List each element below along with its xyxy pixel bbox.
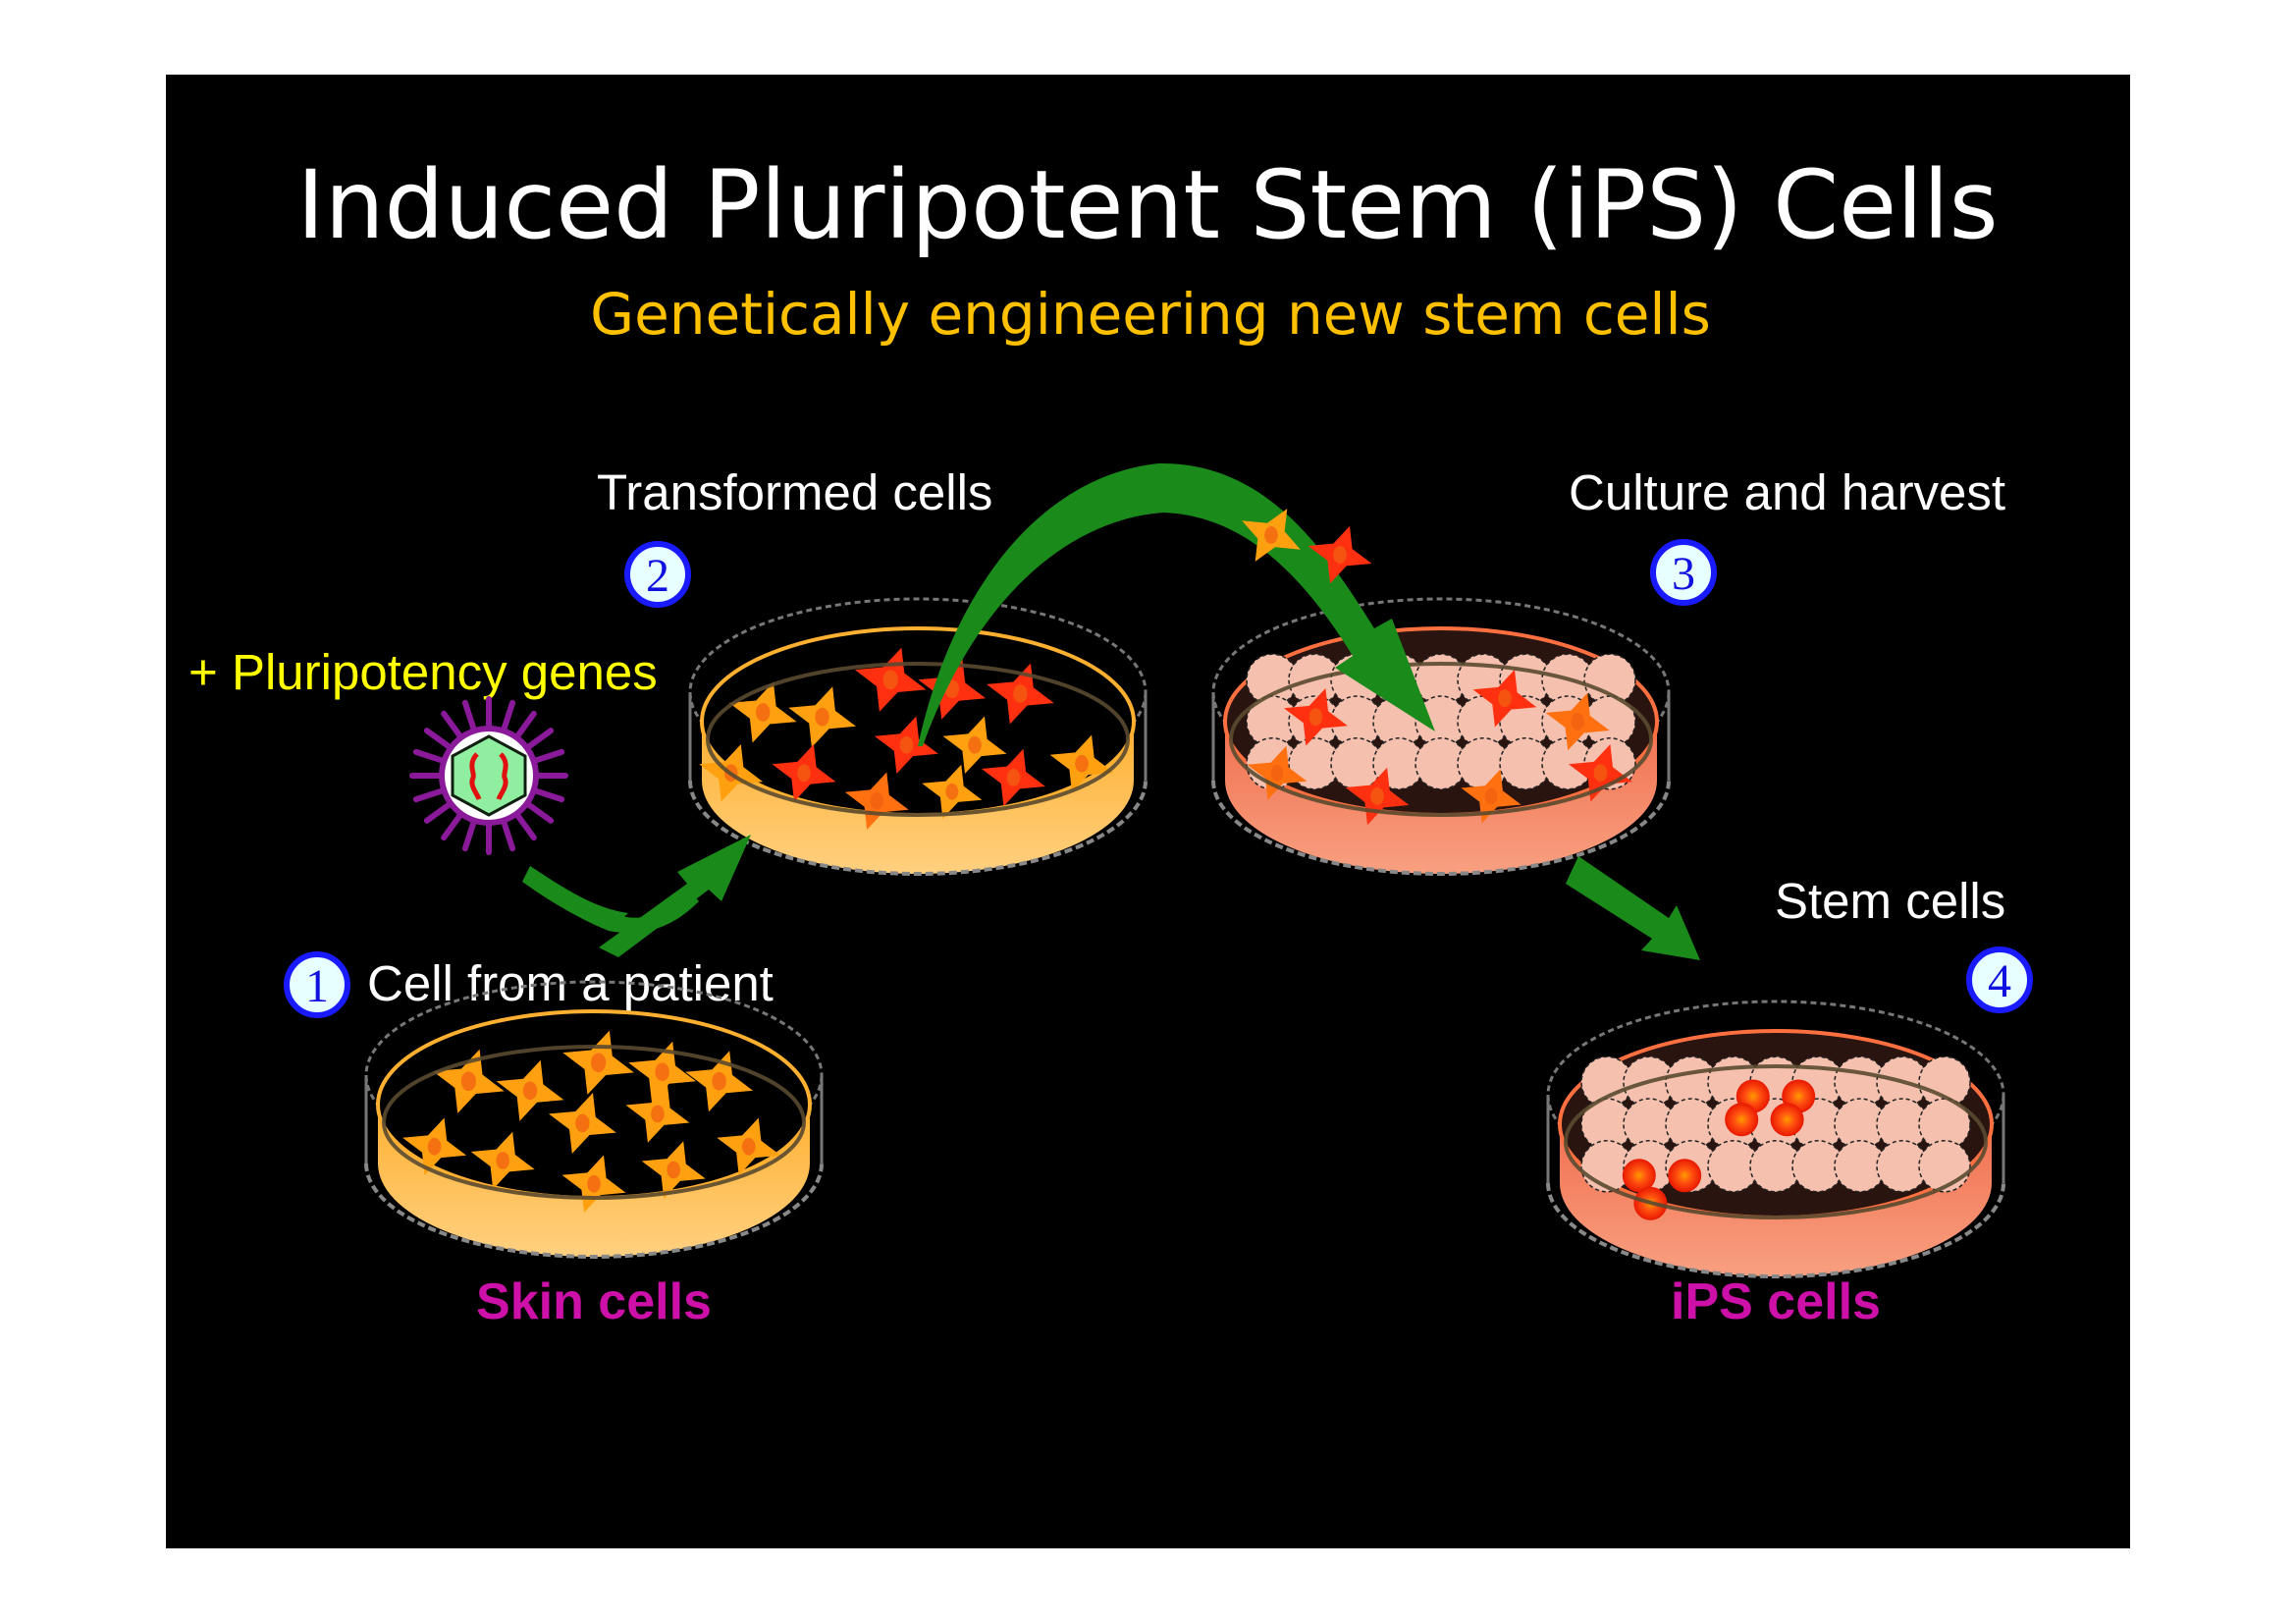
stem-cell-colony-icon: [1622, 1159, 1656, 1193]
petri-dish-skin-cells: [364, 980, 824, 1259]
petri-dish-ips-cells: [1546, 1000, 2005, 1278]
step-4-label: Stem cells: [1775, 873, 2005, 929]
cell-icon: [1472, 670, 1537, 728]
cell-icon: [1308, 525, 1372, 584]
pluripotency-genes-label: + Pluripotency genes: [188, 644, 658, 700]
step-1-label: Cell from a patient: [367, 955, 774, 1011]
cell-icon: [561, 1155, 626, 1213]
cell-icon: [1242, 509, 1372, 584]
step-1-number: 1: [305, 960, 329, 1012]
cell-icon: [433, 1049, 505, 1113]
cell-icon: [942, 716, 1007, 774]
cell-icon: [496, 1059, 564, 1121]
cell-icon: [1545, 692, 1610, 751]
cell-icon: [922, 764, 983, 819]
cell-icon: [1049, 734, 1114, 792]
green-arrow-dish2-to-dish3: [918, 462, 1435, 746]
slide-subtitle: Genetically engineering new stem cells: [590, 281, 1711, 348]
cell-icon: [641, 1141, 706, 1199]
step-4-badge: 4: [1966, 947, 2033, 1013]
ips-cells-caption: iPS cells: [1671, 1273, 1881, 1330]
cell-icon: [854, 647, 927, 712]
slide-title: Induced Pluripotent Stem (iPS) Cells: [296, 150, 1998, 260]
petri-dish-transformed-cells: [688, 597, 1148, 876]
stem-cell-colony-icon: [1725, 1103, 1759, 1137]
step-2-label: Transformed cells: [597, 464, 992, 520]
cell-icon: [1242, 509, 1301, 562]
step-2-number: 2: [646, 550, 669, 602]
virus-icon: [409, 696, 568, 855]
cell-icon: [562, 1030, 634, 1095]
cell-icon: [470, 1131, 535, 1190]
cell-icon: [1461, 769, 1522, 824]
step-3-label: Culture and harvest: [1569, 464, 2005, 520]
cell-icon: [402, 1117, 467, 1175]
stem-cell-colony-icon: [1668, 1159, 1702, 1193]
cell-icon: [1247, 745, 1308, 800]
cell-icon: [717, 1117, 781, 1175]
petri-dish-culture: [1211, 597, 1671, 876]
green-arrow-virus-to-dish: [522, 835, 751, 957]
cell-icon: [628, 1041, 696, 1103]
step-3-number: 3: [1672, 548, 1695, 600]
cell-icon: [844, 772, 909, 830]
cell-icon: [685, 1051, 753, 1112]
skin-cells-caption: Skin cells: [476, 1273, 712, 1330]
step-2-badge: 2: [624, 541, 691, 608]
cell-icon: [728, 681, 797, 743]
cell-icon: [1568, 744, 1632, 802]
cell-icon: [625, 1085, 690, 1143]
cell-icon: [772, 744, 836, 802]
cell-icon: [1283, 688, 1348, 746]
cell-icon: [1345, 767, 1410, 826]
step-3-badge: 3: [1650, 539, 1717, 606]
green-arrow-dish3-to-dish4: [1566, 856, 1700, 960]
stem-cell-colony-icon: [1770, 1103, 1804, 1137]
cell-icon: [982, 748, 1045, 807]
cell-icon: [788, 686, 856, 748]
cell-icon: [549, 1093, 616, 1154]
cell-icon: [987, 663, 1054, 725]
step-4-number: 4: [1988, 955, 2011, 1007]
step-1-badge: 1: [284, 951, 350, 1018]
cell-icon: [874, 716, 938, 774]
